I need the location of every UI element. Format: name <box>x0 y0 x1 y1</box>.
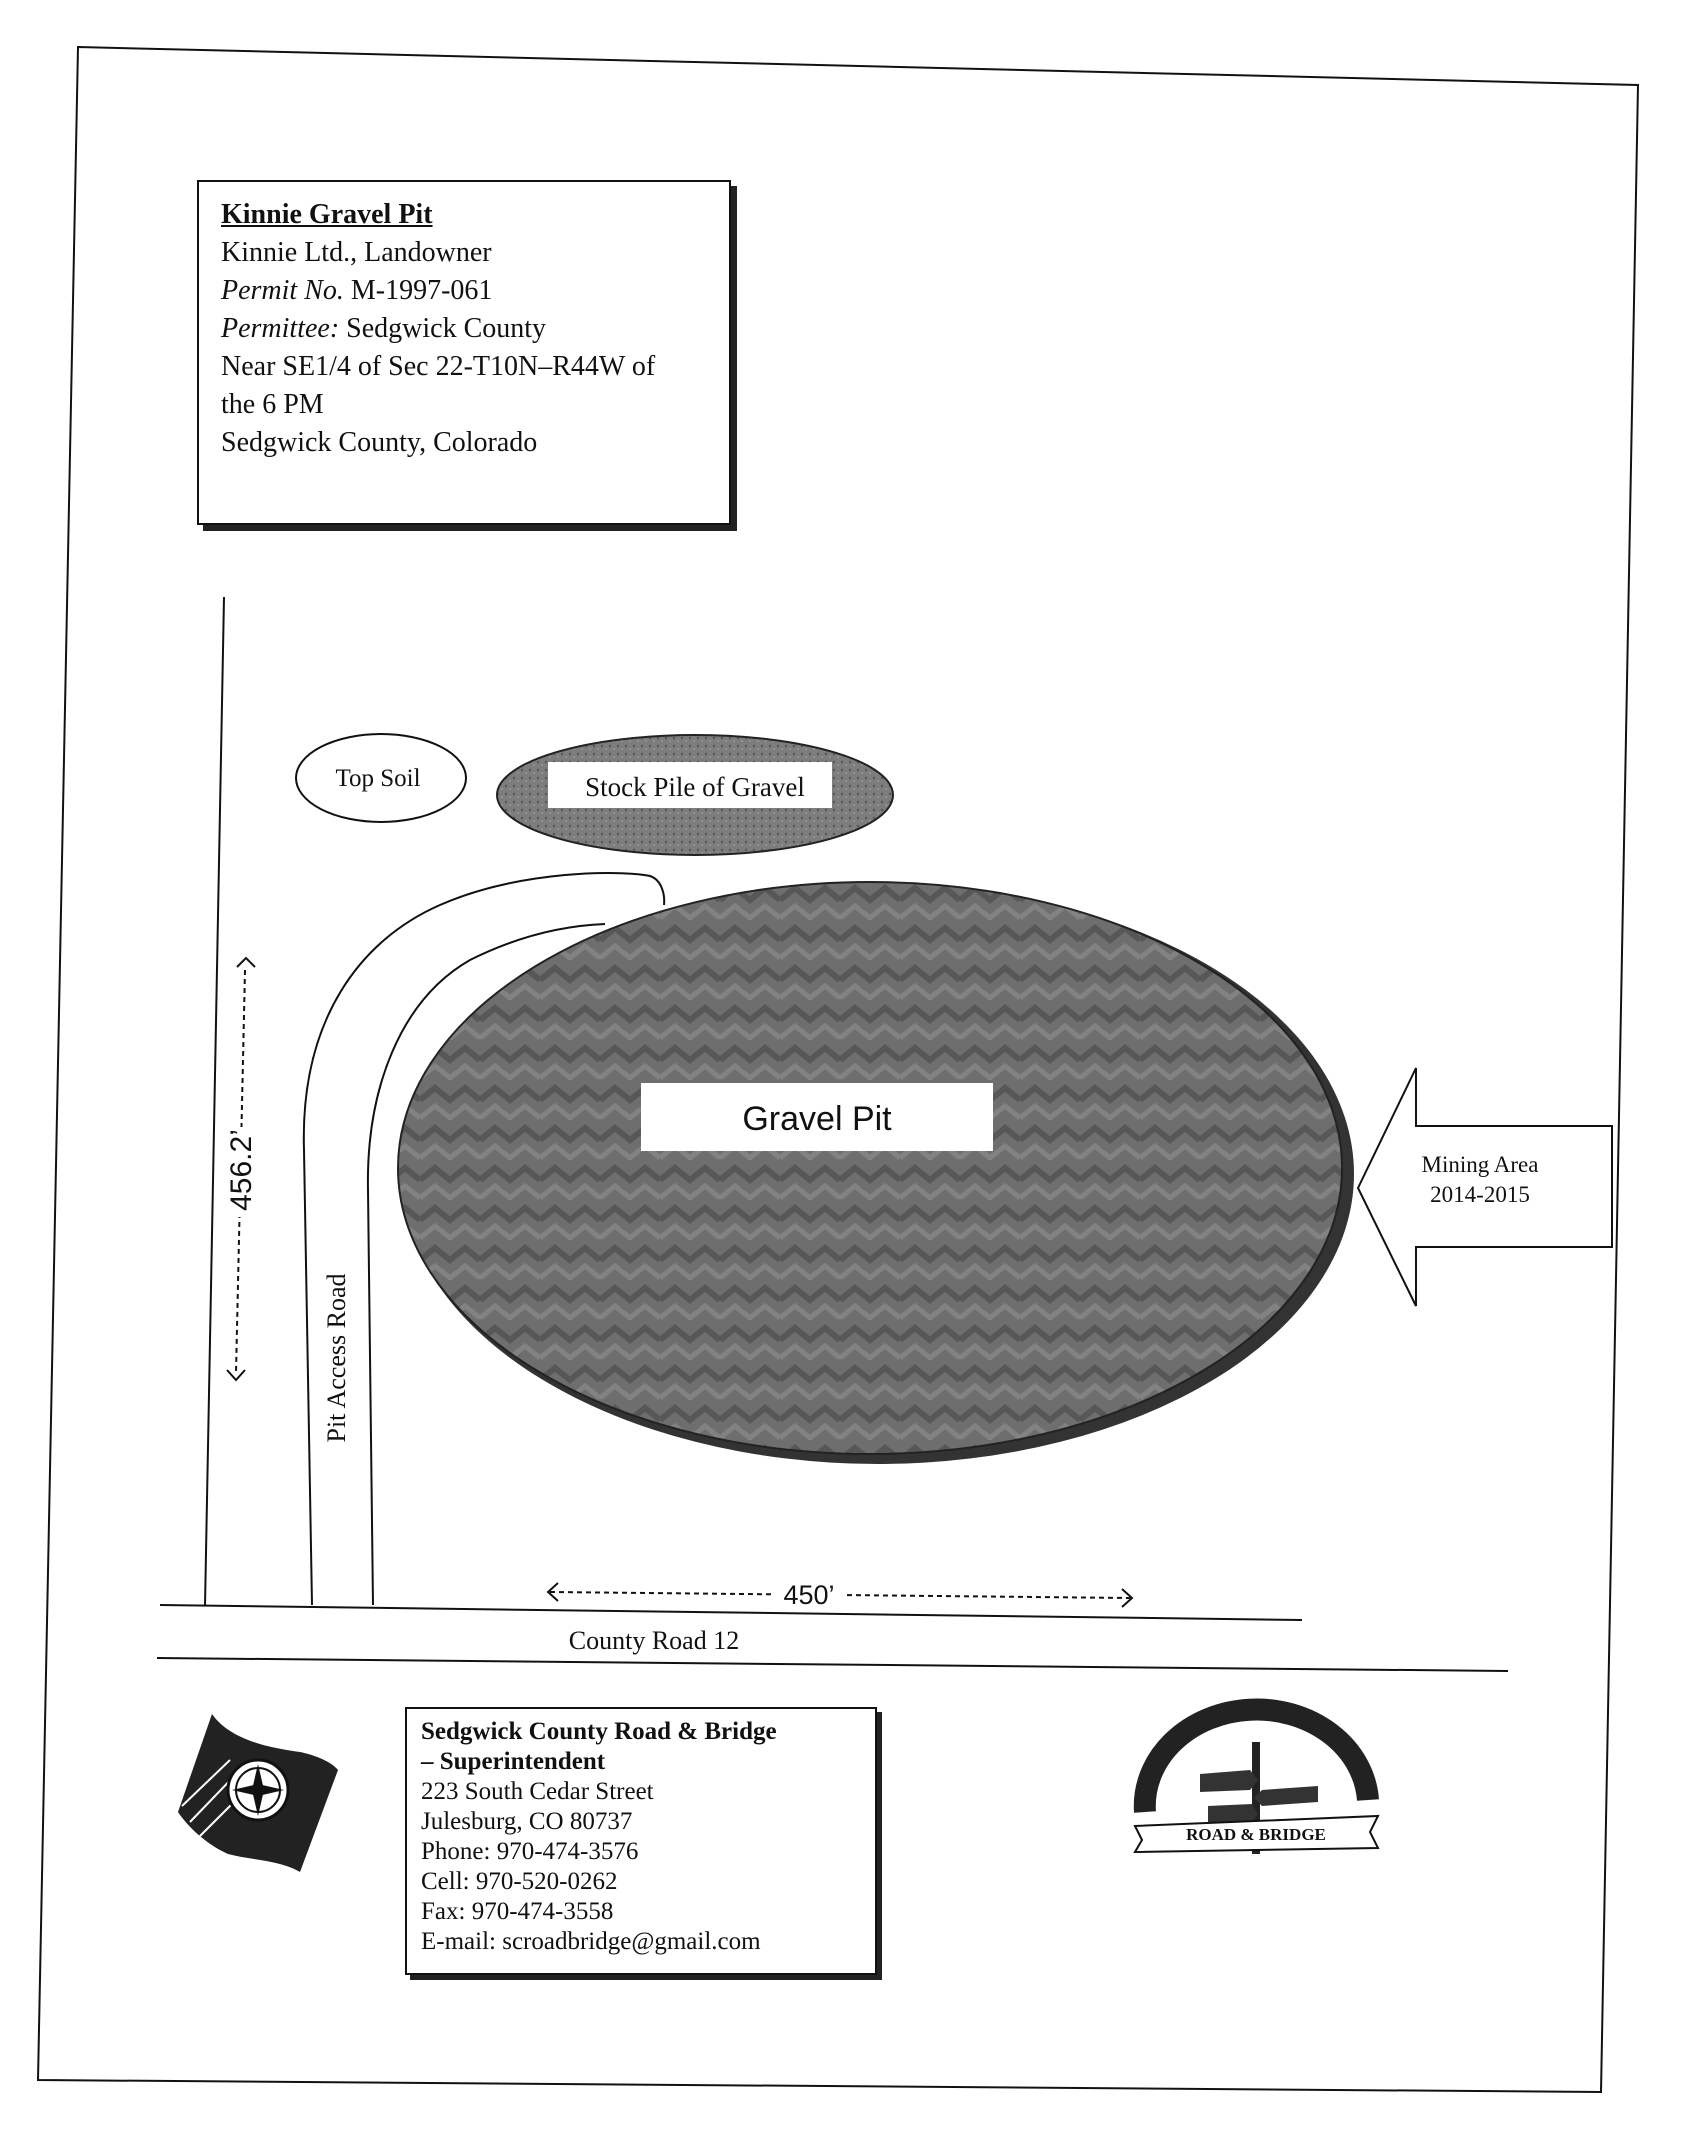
pit-title: Kinnie Gravel Pit <box>221 199 433 230</box>
mining-area-arrow <box>1356 1067 1613 1307</box>
location-line-1: Near SE1/4 of Sec 22-T10N–R44W of <box>221 351 656 382</box>
page-border <box>36 45 1640 2094</box>
location-line-2: the 6 PM <box>221 389 324 420</box>
vertical-dimension-label: 456.2’ <box>225 1129 258 1211</box>
city-state-zip: Julesburg, CO 80737 <box>421 1808 633 1835</box>
permittee-label: Permittee: <box>221 313 340 344</box>
county-road-north-edge <box>159 1604 1303 1621</box>
pit-info-box: Kinnie Gravel Pit Kinnie Ltd., Landowner… <box>197 180 731 525</box>
permit-value: M-1997-061 <box>350 275 493 306</box>
compass-flag-icon <box>178 1714 338 1872</box>
county-road-label: County Road 12 <box>569 1626 739 1655</box>
road-and-bridge-logo: ROAD & BRIDGE <box>1133 1698 1380 1854</box>
org-name: Sedgwick County Road & Bridge <box>421 1718 777 1745</box>
permit-label: Permit No. <box>221 275 344 306</box>
contact-box: Sedgwick County Road & Bridge – Superint… <box>405 1707 877 1975</box>
gravel-pit-label: Gravel Pit <box>742 1100 892 1138</box>
county-road-south-edge <box>156 1657 1509 1672</box>
horizontal-dimension-label: 450’ <box>783 1580 834 1610</box>
email-address: E-mail: scroadbridge@gmail.com <box>421 1928 761 1955</box>
stock-pile-label: Stock Pile of Gravel <box>585 772 805 802</box>
permittee-value: Sedgwick County <box>346 313 547 344</box>
permit-line: Permit No. M-1997-061 <box>221 272 707 310</box>
top-soil-label: Top Soil <box>335 765 420 792</box>
county-state-line: Sedgwick County, Colorado <box>221 427 538 458</box>
phone-number: Phone: 970-474-3576 <box>421 1838 639 1865</box>
street-address: 223 South Cedar Street <box>421 1778 654 1805</box>
logo-banner-text: ROAD & BRIDGE <box>1186 1825 1326 1844</box>
access-road-label: Pit Access Road <box>322 1274 351 1443</box>
west-boundary-line <box>204 596 225 1607</box>
logo-arc <box>1133 1698 1379 1813</box>
top-soil-pile <box>295 733 467 823</box>
permittee-line: Permittee: Sedgwick County <box>221 310 707 348</box>
gravel-pit <box>397 881 1343 1455</box>
mining-area-label-line2: 2014-2015 <box>1430 1182 1530 1207</box>
mining-area-label-line1: Mining Area <box>1422 1152 1539 1177</box>
cell-number: Cell: 970-520-0262 <box>421 1868 618 1895</box>
landowner-line: Kinnie Ltd., Landowner <box>221 237 492 268</box>
org-title: – Superintendent <box>421 1748 606 1775</box>
pit-access-road <box>302 872 666 1606</box>
fax-number: Fax: 970-474-3558 <box>421 1898 614 1925</box>
